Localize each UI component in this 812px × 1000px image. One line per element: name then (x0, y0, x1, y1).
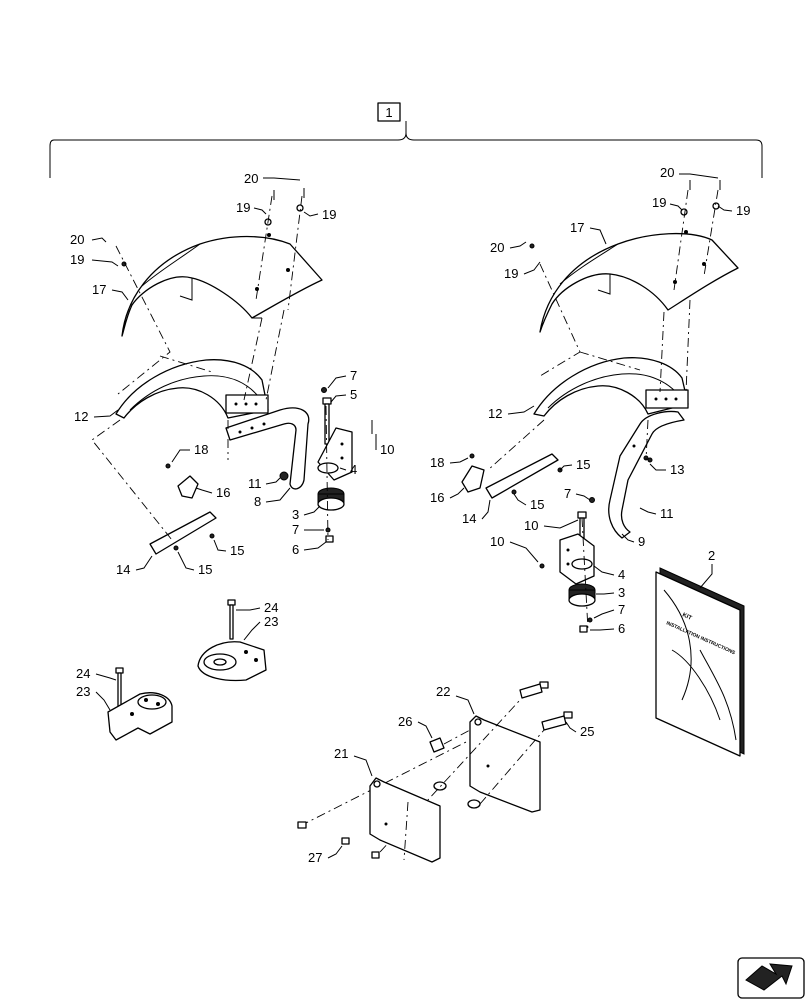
callout-l-15b: 15 (198, 562, 212, 577)
callout-r-15b: 15 (530, 497, 544, 512)
installation-manual: KIT INSTALLATION INSTRUCTIONS 2 (655, 548, 745, 757)
callout-l-7a: 7 (350, 368, 357, 383)
callout-l-19c: 19 (70, 252, 84, 267)
callout-r-13: 13 (670, 462, 684, 477)
callout-r-17: 17 (570, 220, 584, 235)
callout-l-10: 10 (380, 442, 394, 457)
callout-l-4: 4 (350, 462, 357, 477)
plate-22: 22 26 25 (299, 681, 594, 853)
callout-l-18: 18 (194, 442, 208, 457)
callout-c-23a: 23 (264, 614, 278, 629)
kit-number: 1 (385, 105, 392, 120)
kit-bracket: 1 (49, 102, 763, 178)
kit-number-box (377, 102, 401, 122)
callout-l-15a: 15 (230, 543, 244, 558)
next-page-arrow-icon[interactable] (737, 957, 805, 999)
isolator-right (568, 583, 596, 607)
callout-r-3: 3 (618, 585, 625, 600)
right-fender-assembly: 20 19 19 17 20 19 12 13 18 15 16 15 14 7… (430, 165, 750, 636)
callout-l-19a: 19 (236, 200, 250, 215)
callout-r-19a: 19 (652, 195, 666, 210)
callout-l-19b: 19 (322, 207, 336, 222)
callout-r-19c: 19 (504, 266, 518, 281)
callout-r-16: 16 (430, 490, 444, 505)
callout-c-22: 22 (436, 684, 450, 699)
callout-c-23b: 23 (76, 684, 90, 699)
fender-left (121, 235, 323, 337)
callout-l-7b: 7 (292, 522, 299, 537)
callout-r-10a: 10 (524, 518, 538, 533)
callout-l-12: 12 (74, 409, 88, 424)
bolt-left-5 (322, 397, 332, 445)
callout-l-17: 17 (92, 282, 106, 297)
isolator-left (317, 487, 345, 511)
callout-r-12: 12 (488, 406, 502, 421)
strap-right-14 (485, 453, 559, 499)
callout-l-11: 11 (248, 476, 262, 491)
plate-21: 21 27 (297, 746, 441, 865)
callout-c-26: 26 (398, 714, 412, 729)
callout-r-20a: 20 (660, 165, 674, 180)
callout-r-15a: 15 (576, 457, 590, 472)
callout-l-5: 5 (350, 387, 357, 402)
callout-r-6: 6 (618, 621, 625, 636)
callout-r-20b: 20 (490, 240, 504, 255)
fender-right (539, 232, 739, 333)
callout-c-25: 25 (580, 724, 594, 739)
callout-c-2: 2 (708, 548, 715, 563)
callout-c-21: 21 (334, 746, 348, 761)
callout-r-7b: 7 (618, 602, 625, 617)
callout-r-19b: 19 (736, 203, 750, 218)
mount-block-upper: 24 23 (197, 599, 278, 682)
mount-block-lower: 24 23 (76, 666, 173, 741)
callout-r-10b: 10 (490, 534, 504, 549)
callout-l-8: 8 (254, 494, 261, 509)
callout-l-20b: 20 (70, 232, 84, 247)
callout-l-3: 3 (292, 507, 299, 522)
callout-l-16: 16 (216, 485, 230, 500)
bracket-right-9 (608, 410, 685, 539)
manual-line-1: KIT (681, 612, 693, 622)
callout-r-4: 4 (618, 567, 625, 582)
callout-r-18: 18 (430, 455, 444, 470)
callout-r-14: 14 (462, 511, 476, 526)
callout-c-24b: 24 (76, 666, 90, 681)
left-fender-assembly: 20 19 19 20 19 17 12 7 5 10 4 11 8 3 7 6… (70, 171, 394, 577)
callout-l-20a: 20 (244, 171, 258, 186)
bracket-left-8 (225, 407, 310, 490)
callout-r-7a: 7 (564, 486, 571, 501)
clamp-right-16 (461, 465, 485, 493)
clamp-left-16 (177, 475, 199, 499)
callout-r-11: 11 (660, 506, 674, 521)
strap-left-14 (149, 511, 217, 555)
callout-l-14: 14 (116, 562, 130, 577)
callout-l-6: 6 (292, 542, 299, 557)
callout-c-24a: 24 (264, 600, 278, 615)
callout-r-9: 9 (638, 534, 645, 549)
callout-c-27: 27 (308, 850, 322, 865)
nut-left-6 (325, 535, 334, 543)
nut-right-6 (579, 625, 588, 633)
